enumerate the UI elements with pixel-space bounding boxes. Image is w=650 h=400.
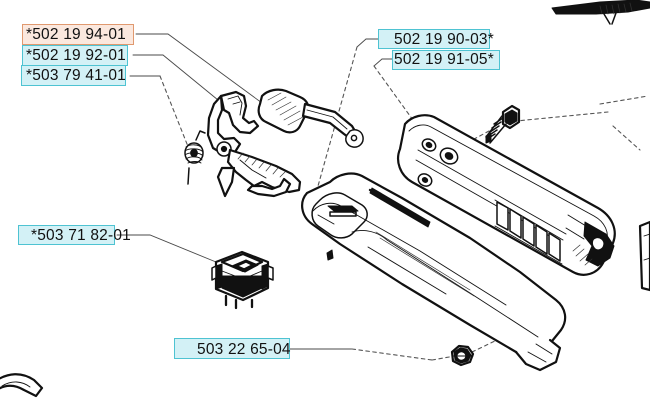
part-number-503-22-65-04[interactable]: 503 22 65-04: [197, 342, 291, 358]
stop-switch: [211, 250, 274, 310]
partial-part-bottom-left: [0, 373, 44, 398]
part-number-text: *503 79 41-01: [26, 67, 126, 84]
part-number-text: *502 19 92-01: [26, 47, 126, 64]
part-number-503-79-41-01[interactable]: *503 79 41-01: [26, 68, 126, 84]
handle-nut: [450, 344, 475, 367]
part-number-text: *503 71 82-01: [31, 227, 131, 244]
part-number-502-19-90-03[interactable]: 502 19 90-03*: [394, 32, 494, 48]
part-number-text: 502 19 91-05*: [394, 51, 494, 68]
part-number-text: *502 19 94-01: [26, 26, 126, 43]
throttle-trigger: [206, 90, 302, 198]
partial-part-top-right: [551, 0, 650, 25]
handle-shell-right: [396, 114, 616, 276]
handle-ribs: [494, 199, 564, 265]
part-number-502-19-94-01[interactable]: *502 19 94-01: [26, 27, 126, 43]
handle-boss: [417, 138, 459, 187]
partial-part-right-edge: [638, 220, 650, 292]
part-number-503-71-82-01[interactable]: *503 71 82-01: [31, 228, 131, 244]
part-number-502-19-91-05[interactable]: 502 19 91-05*: [394, 52, 494, 68]
handle-screw: [485, 104, 521, 144]
part-number-text: 503 22 65-04: [197, 341, 291, 358]
part-number-text: 502 19 90-03*: [394, 31, 494, 48]
part-number-502-19-92-01[interactable]: *502 19 92-01: [26, 48, 126, 64]
trigger-lockout-lever: [257, 88, 364, 148]
handle-shell-left: [301, 172, 567, 372]
throttle-return-spring: [184, 130, 206, 185]
throttle-trigger-assembly: [184, 88, 364, 198]
